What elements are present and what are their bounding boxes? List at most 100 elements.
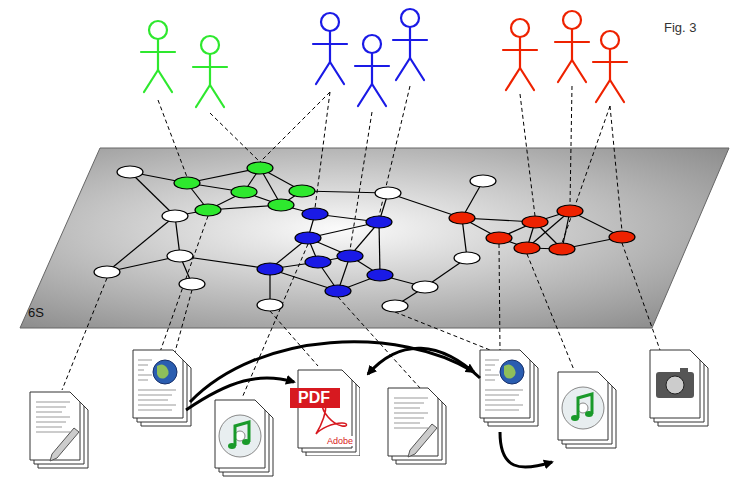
- text-line: [485, 365, 495, 366]
- network-node: [454, 252, 480, 264]
- figure-body: [519, 37, 521, 68]
- text-line: [485, 370, 491, 371]
- person-figure: [393, 9, 427, 80]
- person-figure: [313, 13, 347, 84]
- pdf-label: PDF: [290, 388, 340, 408]
- figure-arms: [393, 39, 427, 41]
- figure-body: [409, 27, 411, 58]
- dashed-link: [210, 113, 260, 162]
- text-line: [485, 390, 523, 391]
- figure-leg: [558, 60, 572, 82]
- network-node: [94, 266, 120, 278]
- dashed-link: [160, 216, 208, 352]
- document-stack: [480, 350, 538, 426]
- globe-land: [504, 364, 516, 378]
- text-line: [394, 413, 428, 414]
- figure-arms: [555, 41, 589, 43]
- dashed-link: [260, 92, 330, 162]
- person-figure: [355, 35, 389, 106]
- camera-lens: [666, 376, 684, 394]
- text-line: [394, 418, 424, 419]
- network-node: [325, 285, 351, 297]
- figure-number: Fig. 3: [664, 20, 697, 35]
- cd-symbol: [219, 415, 261, 457]
- network-node: [514, 242, 540, 254]
- figure-arms: [193, 66, 227, 68]
- link-arrow: [368, 348, 480, 378]
- globe-symbol: [153, 360, 177, 384]
- network-node: [337, 250, 363, 262]
- figure-arms: [355, 65, 389, 67]
- pdf-document: PDFAdobe: [296, 368, 360, 456]
- network-node: [179, 278, 205, 290]
- figure-arms: [503, 49, 537, 51]
- text-line: [36, 432, 70, 433]
- figure-head: [149, 21, 167, 39]
- network-node: [522, 216, 548, 228]
- network-node: [382, 300, 408, 312]
- note-head: [242, 439, 250, 445]
- text-line: [36, 412, 62, 413]
- note-head: [585, 411, 593, 417]
- document-stack: [388, 388, 446, 464]
- note-symbol: [578, 394, 592, 418]
- figure-leg: [596, 80, 610, 102]
- text-line: [138, 400, 168, 401]
- link-arrow: [186, 378, 294, 410]
- figure-arms: [593, 61, 627, 63]
- text-line: [485, 405, 523, 406]
- note-symbol: [235, 422, 249, 446]
- plane-label: 6S: [28, 305, 44, 320]
- text-line: [36, 402, 70, 403]
- adobe-label: Adobe: [326, 436, 354, 446]
- figure-arms: [141, 51, 175, 53]
- figure-leg: [506, 68, 520, 90]
- person-figure: [503, 19, 537, 90]
- figure-leg: [610, 80, 624, 102]
- text-line: [138, 380, 148, 381]
- network-link: [130, 172, 175, 216]
- text-line: [485, 395, 519, 396]
- network-node: [486, 232, 512, 244]
- document-stack: [215, 400, 273, 476]
- network-link: [379, 222, 380, 275]
- text-line: [138, 375, 152, 376]
- network-node: [366, 216, 392, 228]
- figure-head: [401, 9, 419, 27]
- plane-shape: [20, 148, 729, 328]
- document-page: [480, 350, 530, 418]
- network-node: [549, 243, 575, 255]
- network-node: [305, 256, 331, 268]
- figure-leg: [572, 60, 586, 82]
- network-node: [268, 199, 294, 211]
- person-figure: [555, 11, 589, 82]
- network-node: [449, 212, 475, 224]
- figure-leg: [144, 70, 158, 92]
- figure-leg: [330, 62, 344, 84]
- network-node: [412, 281, 438, 293]
- text-line: [138, 365, 148, 366]
- note-head: [228, 443, 236, 449]
- document-stack: [558, 372, 616, 448]
- text-line: [36, 417, 70, 418]
- document-page: [650, 350, 700, 418]
- globe-symbol: [500, 360, 524, 384]
- document-page: [30, 392, 80, 460]
- figure-head: [511, 19, 529, 37]
- figure-leg: [410, 58, 424, 80]
- network-node: [257, 263, 283, 275]
- figure-body: [571, 29, 573, 60]
- dashed-link: [62, 278, 107, 390]
- network-node: [167, 250, 193, 262]
- text-line: [485, 375, 499, 376]
- text-line: [394, 398, 428, 399]
- text-line: [36, 407, 66, 408]
- document-page: [388, 388, 438, 456]
- figure-head: [321, 13, 339, 31]
- network-node: [557, 205, 583, 217]
- figure-leg: [520, 68, 534, 90]
- network-node: [302, 208, 328, 220]
- network-nodes: [94, 162, 635, 312]
